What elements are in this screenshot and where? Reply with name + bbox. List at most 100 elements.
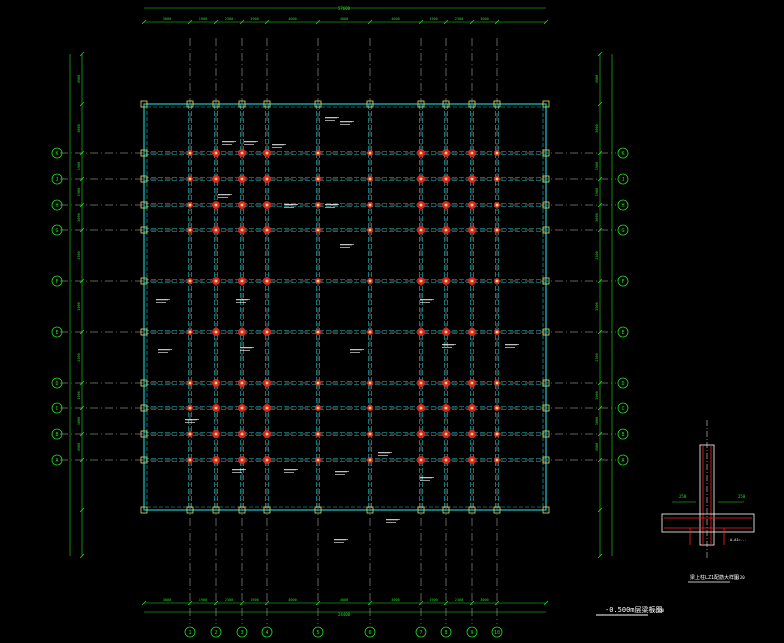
column-node-core xyxy=(316,458,320,462)
axis-bubble-col-3-label: 3 xyxy=(240,630,243,636)
dim-top-chain-tick xyxy=(443,19,449,25)
detail-column-outline xyxy=(699,444,715,546)
column-node-core xyxy=(419,432,423,436)
dim-left-chain-label: 1900 xyxy=(77,302,81,310)
annotation-text-stub xyxy=(218,197,228,198)
column-node-core xyxy=(214,406,218,410)
column-node-core xyxy=(444,151,448,155)
dim-bottom-chain-tick xyxy=(543,600,549,606)
axis-bubble-col-5 xyxy=(312,626,324,638)
column-node-core xyxy=(316,228,320,232)
dim-right-chain-tick xyxy=(597,227,603,233)
axis-bubble-left-B xyxy=(51,428,63,440)
axis-bubble-col-3 xyxy=(236,626,248,638)
dim-top-chain-label: 3000 xyxy=(163,17,171,21)
dim-top-chain-label: 3000 xyxy=(480,17,488,21)
column-node-core xyxy=(188,458,192,462)
dim-left-chain-tick xyxy=(79,380,85,386)
dim-right-chain-label: 4900 xyxy=(595,75,599,83)
dim-right-chain-label: 3000 xyxy=(595,213,599,221)
dim-bottom-chain-label: 1900 xyxy=(429,598,437,602)
axis-bubble-col-6-label: 6 xyxy=(368,630,371,636)
beam-lines xyxy=(143,103,547,511)
column-node-core xyxy=(368,330,372,334)
perimeter-column-top xyxy=(186,100,194,108)
column-node-core xyxy=(495,177,499,181)
column-node-core xyxy=(419,279,423,283)
annotation-text-stub xyxy=(325,204,339,205)
axis-bubble-col-5-label: 5 xyxy=(316,630,319,636)
plan-scale: 1:100 xyxy=(652,608,665,613)
dim-left-chain-tick xyxy=(79,507,85,513)
axis-bubble-col-9-label: 9 xyxy=(470,630,473,636)
detail-beam-outline xyxy=(661,513,755,533)
annotation-text-stub xyxy=(185,422,195,423)
axis-bubble-col-10-label: 10 xyxy=(494,630,500,636)
axis-bubble-left-F xyxy=(51,275,63,287)
dim-right-chain-label: 1900 xyxy=(595,302,599,310)
dim-left-chain-tick xyxy=(79,227,85,233)
annotation-text-stub xyxy=(325,117,339,118)
column-node-core xyxy=(240,151,244,155)
dim-top-chain-tick xyxy=(264,19,270,25)
dim-top-chain-label: 4000 xyxy=(391,17,399,21)
annotation-text-stub xyxy=(386,522,396,523)
column-node-core xyxy=(444,406,448,410)
dim-right-chain-label: 1900 xyxy=(595,162,599,170)
perimeter-column-bottom xyxy=(366,506,374,514)
column-node-core xyxy=(368,203,372,207)
detail-dim-right: 250 xyxy=(738,494,746,499)
axis-bubble-col-1-label: 1 xyxy=(188,630,191,636)
column-node-core xyxy=(240,279,244,283)
column-node-core xyxy=(368,432,372,436)
column-node-core xyxy=(470,228,474,232)
perimeter-column-bottom xyxy=(417,506,425,514)
axis-bubble-left-K xyxy=(51,147,63,159)
perimeter-column-top xyxy=(366,100,374,108)
annotation-text-stub xyxy=(335,471,349,472)
dim-bottom-chain-label: 4000 xyxy=(391,598,399,602)
dim-right-chain-label: 1900 xyxy=(595,391,599,399)
detail-scale: 1:20 xyxy=(735,575,745,580)
column-node-core xyxy=(265,330,269,334)
column-node-core xyxy=(188,203,192,207)
dim-right-chain-tick xyxy=(597,431,603,437)
column-node-core xyxy=(444,432,448,436)
column-node-core xyxy=(368,177,372,181)
axis-bubble-right-J xyxy=(617,173,629,185)
dim-right-chain-tick xyxy=(597,150,603,156)
dim-top-chain-tick xyxy=(239,19,245,25)
dim-top-chain-tick xyxy=(469,19,475,25)
axis-bubble-col-7-label: 7 xyxy=(419,630,422,636)
dim-left-chain-label: 4900 xyxy=(77,443,81,451)
column-node-core xyxy=(188,381,192,385)
column-node-core xyxy=(470,203,474,207)
column-node-core xyxy=(214,151,218,155)
column-node-core xyxy=(470,279,474,283)
dim-top-chain-tick xyxy=(213,19,219,25)
column-node-core xyxy=(495,406,499,410)
column-node-core xyxy=(495,432,499,436)
annotation-text-stub xyxy=(222,141,236,142)
annotation-text-stub xyxy=(334,539,348,540)
overall-dimension-bottom: 24400 xyxy=(338,612,351,617)
dim-left-chain-tick xyxy=(79,431,85,437)
column-node-core xyxy=(214,381,218,385)
dim-bottom-chain-label: 3000 xyxy=(480,598,488,602)
axis-bubble-col-1 xyxy=(184,626,196,638)
perimeter-column-top xyxy=(417,100,425,108)
dim-left-chain-tick xyxy=(79,329,85,335)
annotation-text-stub xyxy=(340,247,350,248)
column-node-core xyxy=(470,406,474,410)
axis-bubble-left-H-label: H xyxy=(55,203,58,209)
annotation-text-stub xyxy=(156,302,166,303)
perimeter-column-right xyxy=(542,149,550,157)
column-node-core xyxy=(316,406,320,410)
column-node-core xyxy=(214,432,218,436)
annotation-text-stub xyxy=(350,352,360,353)
perimeter-beam-inner xyxy=(146,106,544,508)
column-node-core xyxy=(470,151,474,155)
annotation-text-stub xyxy=(232,469,246,470)
dim-right-chain-tick xyxy=(597,51,603,57)
annotation-text-stub xyxy=(340,244,354,245)
